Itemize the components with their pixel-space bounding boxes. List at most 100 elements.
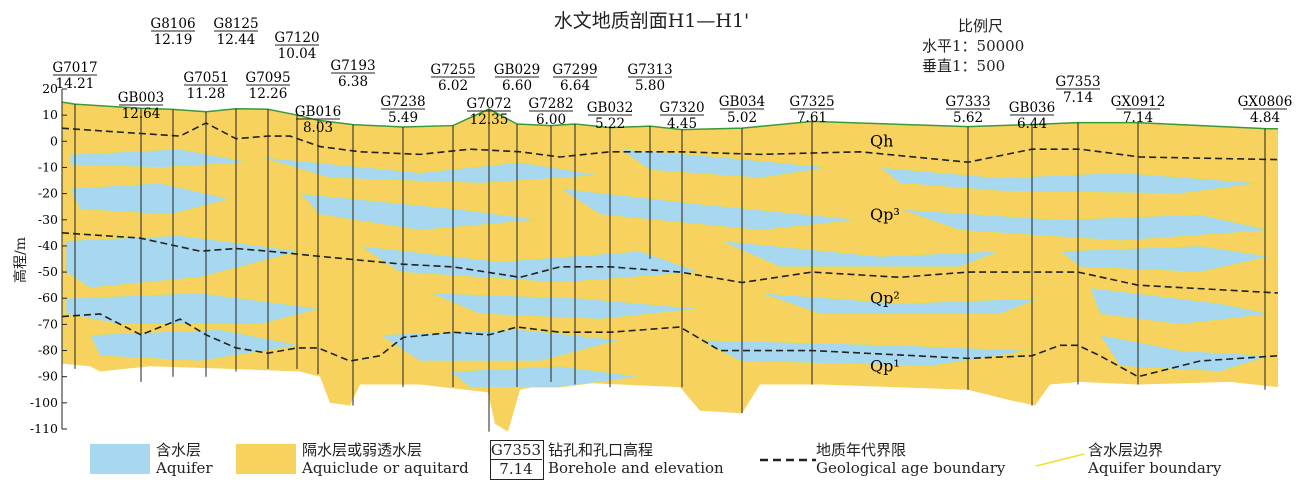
borehole-name: GB016 (295, 104, 341, 120)
borehole-name: GX0912 (1111, 94, 1166, 110)
borehole-elevation: 7.14 (1063, 90, 1093, 106)
y-tick-label: -10 (38, 159, 58, 174)
legend-borehole-cn: 钻孔和孔口高程 (548, 441, 654, 459)
borehole-elevation: 10.04 (278, 46, 317, 62)
aquifer-lens (879, 167, 1261, 194)
borehole-elevation: 6.00 (536, 112, 566, 128)
y-tick-label: 10 (42, 107, 58, 122)
borehole-elevation: 12.35 (470, 112, 509, 128)
borehole-name: G7238 (380, 94, 425, 110)
borehole-elevation: 12.44 (217, 32, 256, 48)
borehole-elevation: 12.26 (249, 86, 288, 102)
borehole-name: G7255 (430, 62, 475, 78)
aquifer-lens (719, 240, 1001, 268)
borehole-name: G7313 (627, 62, 672, 78)
borehole-elevation: 12.64 (122, 106, 161, 122)
borehole-sample: G7353 7.14 (490, 441, 542, 478)
borehole-elevation: 4.45 (667, 116, 697, 132)
y-tick-label: -100 (30, 395, 58, 410)
borehole-name: G7299 (552, 62, 597, 78)
aquifer-lens (619, 148, 831, 179)
borehole-elevation: 6.02 (438, 78, 468, 94)
scale-vertical: 垂直1：500 (922, 57, 1006, 75)
y-tick-label: -30 (38, 212, 58, 227)
borehole-name: G7051 (183, 70, 228, 86)
sample-box (490, 440, 544, 480)
borehole-elevation: 7.61 (797, 110, 827, 126)
borehole-name: GB036 (1009, 100, 1055, 116)
aquifer-lens (69, 182, 231, 215)
borehole-elevation: 4.84 (1250, 110, 1280, 126)
aquifer-lens (1099, 334, 1271, 372)
y-tick-label: -80 (38, 343, 58, 358)
borehole-name: G7333 (945, 94, 990, 110)
dashed-line-sample (760, 458, 816, 462)
borehole-name: GB032 (587, 100, 633, 116)
sample-name: G7353 (490, 441, 542, 460)
stratum-label: Qp¹ (870, 356, 900, 375)
legend-aquitard-en: Aquiclude or aquitard (302, 459, 469, 477)
borehole-elevation: 6.38 (338, 74, 368, 90)
borehole-name: G7353 (1055, 74, 1100, 90)
borehole-name: GX0806 (1238, 94, 1293, 110)
borehole-name: G7282 (528, 96, 573, 112)
borehole-elevation: 5.49 (388, 110, 418, 126)
borehole-elevation: 5.62 (953, 110, 983, 126)
aquifer-lens (759, 292, 1041, 315)
aquifer-swatch (90, 444, 150, 474)
y-tick-label: -110 (30, 421, 58, 436)
age-boundary-line (61, 122, 1279, 164)
legend: 含水层 Aquifer 隔水层或弱透水层 Aquiclude or aquita… (0, 440, 1303, 484)
borehole-name: GB034 (719, 94, 765, 110)
borehole-elevation: 5.22 (595, 116, 625, 132)
aquifer-lens (429, 292, 701, 320)
sample-elev: 7.14 (499, 460, 533, 478)
aquifer-lens (449, 365, 641, 388)
borehole-elevation: 6.44 (1017, 116, 1047, 132)
borehole-elevation: 14.21 (56, 76, 95, 92)
borehole-name: G7193 (330, 58, 375, 74)
legend-age-en: Geological age boundary (816, 459, 1006, 477)
aquifer-lens (259, 156, 601, 184)
section-title: 水文地质剖面H1—H1' (553, 10, 750, 32)
stratum-label: Qp² (870, 288, 900, 307)
borehole-elevation: 11.28 (187, 86, 226, 102)
stratum-label: Qh (870, 132, 893, 151)
borehole-elevation: 12.19 (154, 32, 193, 48)
aquifer-lens (379, 329, 621, 362)
legend-boundary-cn: 含水层边界 (1088, 441, 1164, 459)
y-tick-label: 20 (42, 81, 58, 96)
borehole-elevation: 8.03 (303, 120, 333, 136)
borehole-elevation: 6.64 (560, 78, 590, 94)
y-tick-label: -50 (38, 264, 58, 279)
borehole-elevation: 6.60 (502, 78, 532, 94)
borehole-name: GB029 (494, 62, 540, 78)
aquifer-lens (1089, 287, 1271, 325)
scale-heading: 比例尺 (958, 17, 1004, 35)
aquifer-lens (359, 245, 701, 283)
scale-block: 比例尺 水平1：50000 垂直1：500 (922, 16, 1024, 76)
cross-section-diagram: 20100-10-20-30-40-50-60-70-80-90-100-110… (30, 16, 1293, 436)
y-tick-label: -20 (38, 186, 58, 201)
aquitard-swatch (236, 444, 296, 474)
legend-aquifer-cn: 含水层 (156, 441, 202, 459)
aquifer-lens (899, 209, 1271, 241)
age-boundary-line (61, 313, 1279, 378)
borehole-name: G7095 (245, 70, 290, 86)
yellow-line-sample (1035, 453, 1085, 467)
borehole-name: G7120 (274, 30, 319, 46)
borehole-name: G7017 (52, 60, 97, 76)
y-tick-label: -40 (38, 238, 58, 253)
borehole-elevation: 7.14 (1123, 110, 1153, 126)
legend-age-cn: 地质年代界限 (816, 441, 907, 459)
legend-boundary-en: Aquifer boundary (1088, 459, 1222, 477)
borehole-name: G8106 (150, 16, 195, 32)
aquifer-lens (65, 292, 321, 325)
y-tick-label: -70 (38, 316, 58, 331)
borehole-name: G7325 (789, 94, 834, 110)
stratum-label: Qp³ (870, 205, 900, 224)
borehole-name: G8125 (213, 16, 258, 32)
legend-borehole-en: Borehole and elevation (548, 459, 724, 477)
y-tick-label: -90 (38, 369, 58, 384)
aquifer-lens (299, 193, 541, 231)
